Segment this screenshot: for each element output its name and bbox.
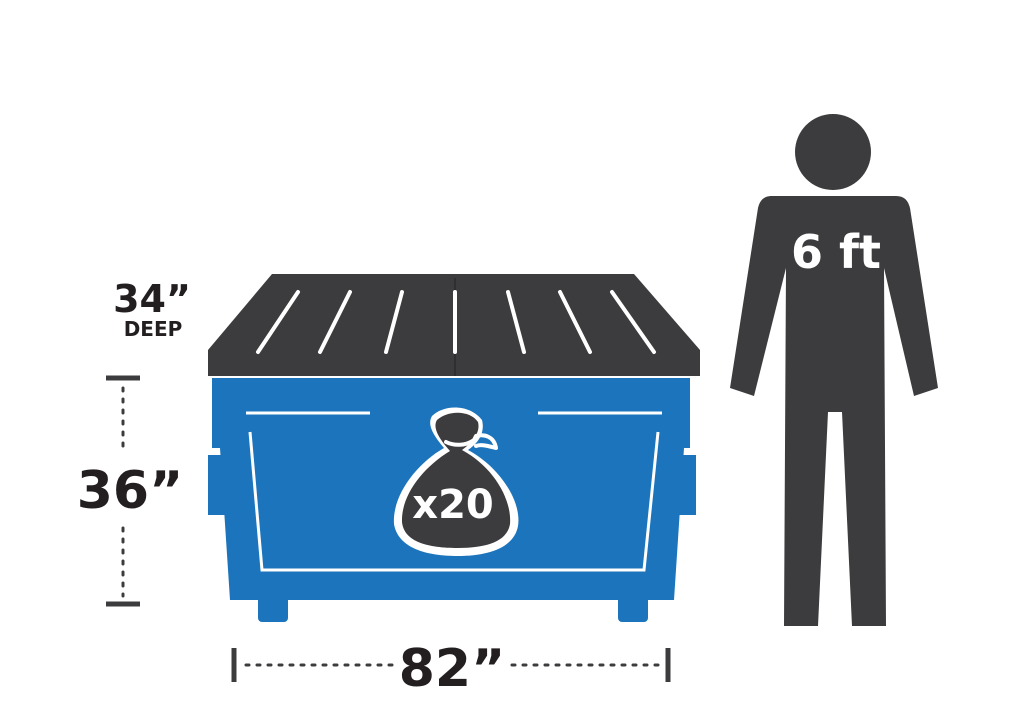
- dumpster-left-foot: [258, 596, 288, 622]
- depth-value: 34”: [113, 277, 191, 321]
- depth-label: DEEP: [124, 317, 183, 341]
- dumpster-panel-outline: [248, 431, 660, 572]
- person-height-label: 6 ft: [791, 225, 881, 279]
- height-value: 36”: [77, 461, 184, 521]
- trash-bag-body: [401, 412, 511, 548]
- dumpster: x20: [208, 274, 700, 622]
- lid-rib: [256, 290, 300, 354]
- dumpster-right-foot: [618, 596, 648, 622]
- bag-count-label: x20: [412, 482, 493, 528]
- person-head: [795, 114, 871, 190]
- width-dimension: 82”: [231, 639, 671, 699]
- dumpster-lid-ribs: [256, 290, 656, 354]
- height-dimension: 36”: [77, 375, 184, 607]
- person-silhouette-icon: 6 ft: [730, 114, 938, 626]
- depth-dimension: 34” DEEP: [113, 277, 191, 341]
- lid-rib: [318, 290, 352, 354]
- lid-rib: [384, 290, 404, 354]
- lid-rib: [506, 290, 526, 354]
- width-value: 82”: [399, 639, 506, 699]
- trash-bag-icon: x20: [393, 407, 519, 556]
- trash-bag-tie: [444, 433, 498, 450]
- lid-rib: [610, 290, 656, 354]
- person-body: [730, 196, 938, 626]
- lid-rib: [558, 290, 592, 354]
